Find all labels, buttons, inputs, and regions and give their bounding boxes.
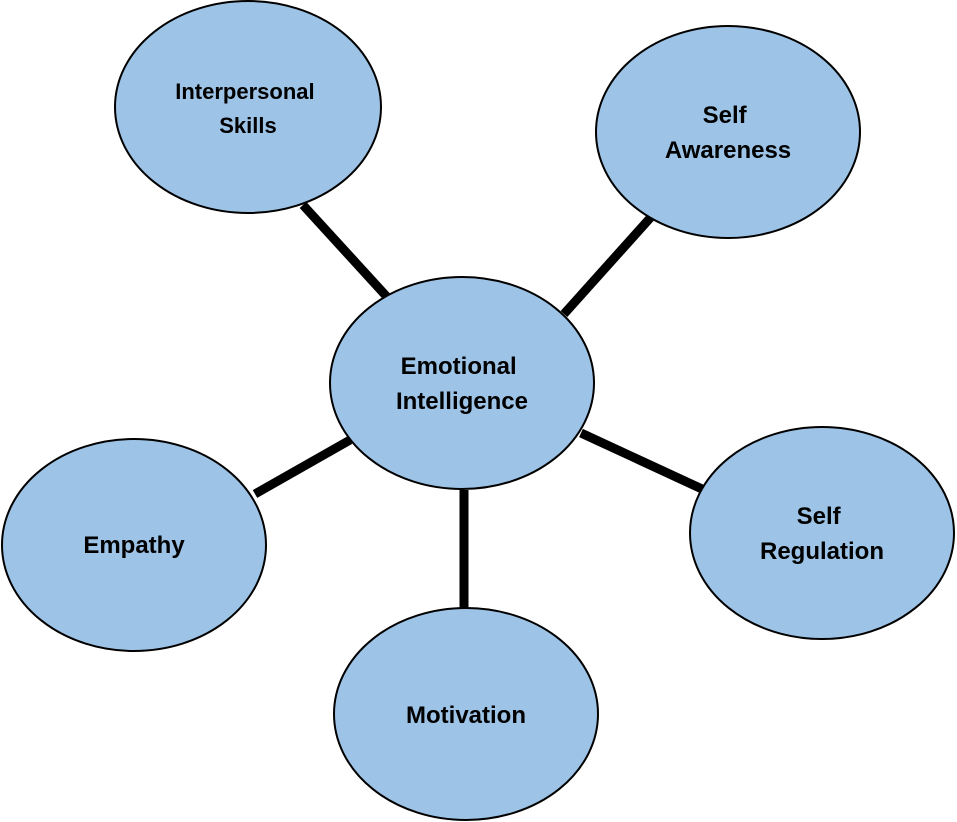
connector-self-regulation	[579, 428, 704, 494]
node-self-awareness-ellipse	[595, 25, 861, 239]
node-self-regulation-label: Self Regulation	[760, 503, 884, 565]
node-self-regulation-line-1: Self	[797, 503, 842, 530]
node-interpersonal-skills: Interpersonal Skills	[114, 0, 382, 214]
node-empathy: Empathy	[1, 438, 267, 652]
node-emotional-intelligence-label: Emotional Intelligence	[396, 353, 528, 415]
node-emotional-intelligence-line-1: Emotional	[401, 353, 517, 380]
node-self-awareness: Self Awareness	[595, 25, 861, 239]
node-self-awareness-line-1: Self	[703, 102, 748, 129]
node-interpersonal-skills-line-2: Skills	[219, 113, 276, 138]
node-empathy-ellipse	[1, 438, 267, 652]
node-emotional-intelligence-ellipse	[329, 276, 595, 490]
connector-empathy	[252, 436, 353, 498]
connector-self-awareness	[560, 213, 655, 318]
node-self-awareness-label: Self Awareness	[665, 102, 791, 164]
node-interpersonal-skills-label: Interpersonal Skills	[175, 79, 321, 138]
node-emotional-intelligence: Emotional Intelligence	[329, 276, 595, 490]
node-interpersonal-skills-ellipse	[114, 0, 382, 214]
node-motivation-label: Motivation	[406, 702, 526, 729]
node-self-regulation: Self Regulation	[689, 426, 955, 640]
node-empathy-label: Empathy	[83, 532, 185, 559]
node-motivation-ellipse	[333, 607, 599, 821]
node-emotional-intelligence-line-2: Intelligence	[396, 388, 528, 415]
node-motivation-line-1: Motivation	[406, 702, 526, 729]
node-interpersonal-skills-line-1: Interpersonal	[175, 79, 314, 104]
node-motivation: Motivation	[333, 607, 599, 821]
node-empathy-line-1: Empathy	[83, 532, 185, 559]
node-self-regulation-ellipse	[689, 426, 955, 640]
connector-interpersonal-skills	[299, 201, 392, 302]
node-self-regulation-line-2: Regulation	[760, 538, 884, 565]
node-self-awareness-line-2: Awareness	[665, 137, 791, 164]
